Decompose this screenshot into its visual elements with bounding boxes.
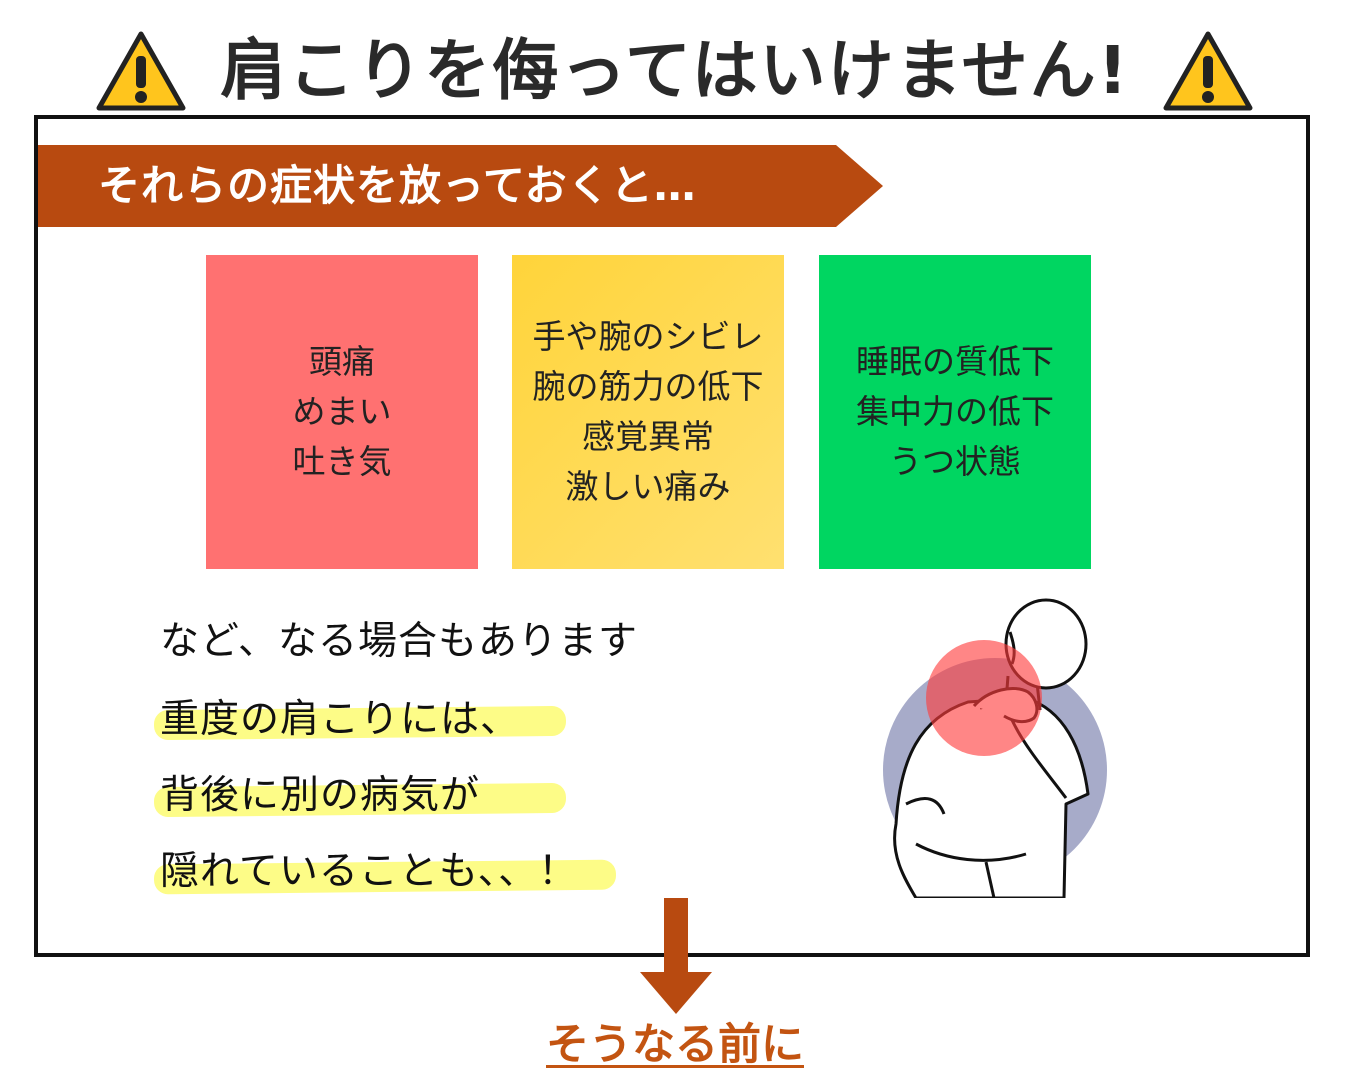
card-line: 腕の筋力の低下: [532, 367, 764, 406]
body-line-3: 背後に別の病気が: [160, 773, 481, 818]
card-line: 吐き気: [292, 442, 392, 481]
section-banner: [38, 145, 883, 227]
warning-triangle-icon: [96, 31, 186, 111]
title-row: 肩こりを侮ってはいけません!: [0, 12, 1350, 111]
body-line-2: 重度の肩こりには、: [160, 697, 521, 742]
card-line: 激しい痛み: [565, 467, 731, 506]
card-line: うつ状態: [889, 442, 1021, 481]
symptom-card-red: 頭痛 めまい 吐き気: [206, 255, 478, 569]
card-line: 集中力の低下: [856, 392, 1054, 431]
down-arrow-icon: [640, 898, 712, 1014]
card-line: 感覚異常: [582, 417, 714, 456]
before-that-link[interactable]: そうなる前に: [546, 1020, 804, 1070]
card-line: 睡眠の質低下: [856, 342, 1054, 381]
card-line: めまい: [292, 392, 392, 431]
body-line-1: など、なる場合もあります: [160, 619, 639, 664]
page-title: 肩こりを侮ってはいけません!: [220, 32, 1130, 109]
shoulder-pain-illustration: [883, 598, 1107, 898]
symptom-card-yellow: 手や腕のシビレ 腕の筋力の低下 感覚異常 激しい痛み: [512, 255, 784, 569]
warning-triangle-icon: [1163, 31, 1253, 111]
card-line: 手や腕のシビレ: [532, 317, 764, 356]
card-line: 頭痛: [309, 342, 375, 381]
symptom-card-green: 睡眠の質低下 集中力の低下 うつ状態: [819, 255, 1091, 569]
body-line-4: 隠れていることも、、！: [160, 849, 579, 894]
banner-text: それらの症状を放っておくと…: [98, 161, 697, 210]
